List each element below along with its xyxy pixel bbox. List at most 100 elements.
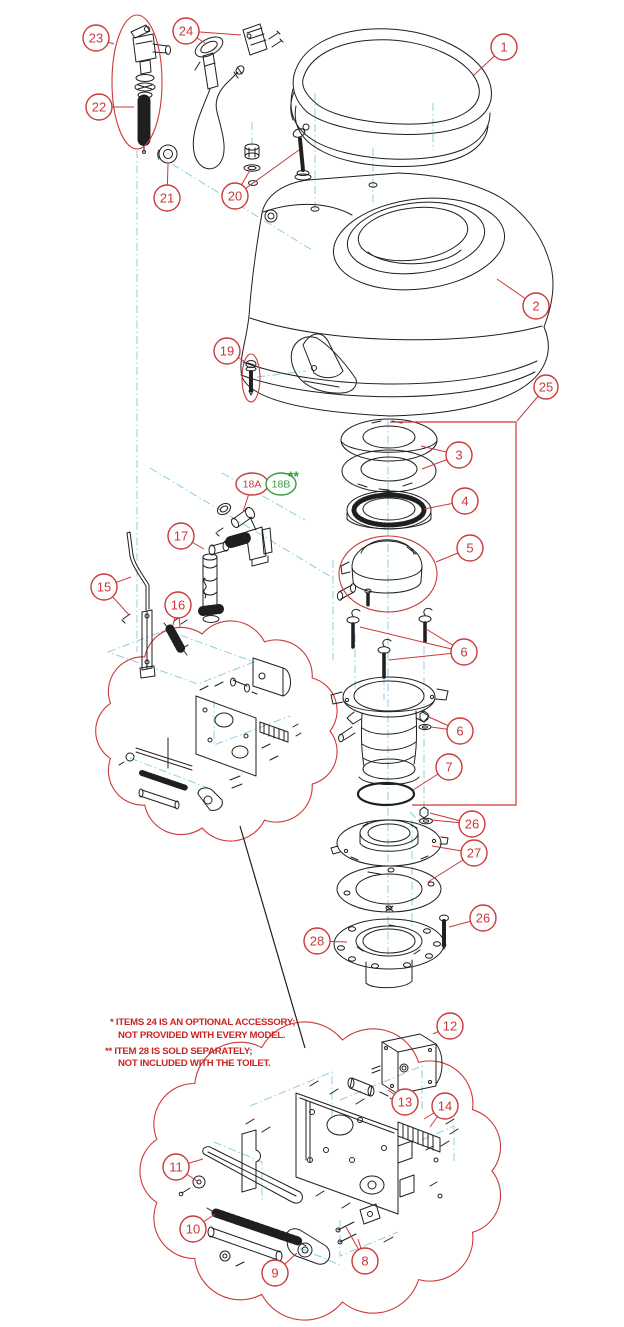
art-o-ring [356,781,416,807]
callout-25: 25 [516,374,559,422]
art-lip-seal [346,490,432,530]
art-hook-bolts [346,607,433,731]
line-art [118,23,554,1267]
callout-bubble [90,573,118,601]
art-screw-19 [245,360,257,396]
callout-bubble [451,487,479,515]
detail-cloud [139,1021,502,1321]
callout-18B: 18B [265,472,297,496]
art-nut-washer-26 [419,806,433,825]
callout-number: 1 [500,39,507,54]
callout-bubble [164,591,192,619]
callout-number: 28 [310,933,324,948]
detail-cloud [95,620,338,842]
callout-11: 11 [162,1153,204,1182]
art-toilet-body [240,172,554,417]
art-flange-rings [330,819,449,913]
callout-bubble [82,24,110,52]
callout-number: 27 [467,845,481,860]
callout-bubble [458,810,486,838]
callout-bubble [522,292,550,320]
callout-number: 20 [228,188,242,203]
footnote-line-4: NOT INCLUDED WITH THE TOILET. [118,1058,270,1069]
asterisk-marker-18b: ** [288,468,299,484]
callout-bubble [436,1012,464,1040]
art-mini-mechanism [118,657,302,811]
art-seat-lid [290,28,492,167]
callout-17: 17 [167,522,205,550]
callout-bubble [446,717,474,745]
callout-23: 23 [82,24,115,52]
callout-12: 12 [432,1012,464,1040]
callout-5: 5 [435,534,484,563]
art-valve-module [198,502,273,623]
callout-number: 21 [160,190,174,205]
callout-bubble [265,472,297,496]
callout-number: 6 [460,644,467,659]
callout-7: 7 [412,753,463,791]
detail-clouds [95,620,502,1321]
callout-number: 25 [539,379,553,394]
footnote-line-3: ** ITEM 28 IS SOLD SEPARATELY; [105,1046,252,1057]
detail-view-leader [239,825,306,1049]
art-flush-base [330,676,449,785]
callout-19: 19 [213,337,245,365]
callout-16: 16 [164,591,192,628]
callout-6a: 6 [359,626,478,666]
callout-bubble [469,904,497,932]
callout-bubble [460,839,488,867]
callout-bubble [179,1215,207,1243]
callout-number: 8 [361,1253,368,1268]
callout-bubble [456,534,484,562]
art-closet-flange [333,914,449,989]
part-enclosure [338,535,438,613]
callout-bubble [221,182,249,210]
art-pedal-lever [121,531,189,679]
callout-number: 15 [97,579,111,594]
callout-8: 8 [345,1226,379,1275]
callout-bubble [533,374,559,400]
art-dome [336,539,423,607]
callout-bubble [450,638,478,666]
callout-13: 13 [387,1088,419,1116]
callout-24: 24 [172,17,242,45]
callout-number: 12 [443,1018,457,1033]
art-water-valve [130,24,171,154]
footnote-line-2: NOT PROVIDED WITH EVERY MODEL. [118,1030,285,1041]
callout-2: 2 [496,278,550,320]
callout-number: 26 [476,910,490,925]
art-seat-hardware [243,123,312,181]
callout-bubble [351,1247,379,1275]
callout-26a: 26 [429,810,486,838]
art-hand-sprayer [192,23,284,170]
callout-number: 6 [456,723,463,738]
callout-number: 23 [89,30,103,45]
callout-leader [359,626,465,653]
callout-6b: 6 [428,716,474,745]
callout-number: 26 [465,816,479,831]
callout-number: 22 [92,99,106,114]
callout-26b: 26 [448,904,497,932]
callout-9: 9 [261,1252,298,1287]
callout-bubble [431,1092,459,1120]
part-enclosure [241,353,261,403]
callout-number: 10 [186,1221,200,1236]
callout-number: 4 [461,493,468,508]
callout-number: 11 [169,1159,183,1174]
callout-bubble [172,17,200,45]
callout-21: 21 [153,163,181,212]
art-mechanism-exploded [178,1033,459,1267]
callout-bubble [391,1088,419,1116]
callout-28: 28 [303,927,348,955]
callout-bubble [85,93,113,121]
part-enclosure [111,14,163,150]
art-grommet [157,144,178,164]
callout-number: 14 [438,1098,452,1113]
callout-number: 5 [466,540,473,555]
callout-bubble [213,337,241,365]
callout-bubble [167,522,195,550]
callout-number: 3 [455,447,462,462]
